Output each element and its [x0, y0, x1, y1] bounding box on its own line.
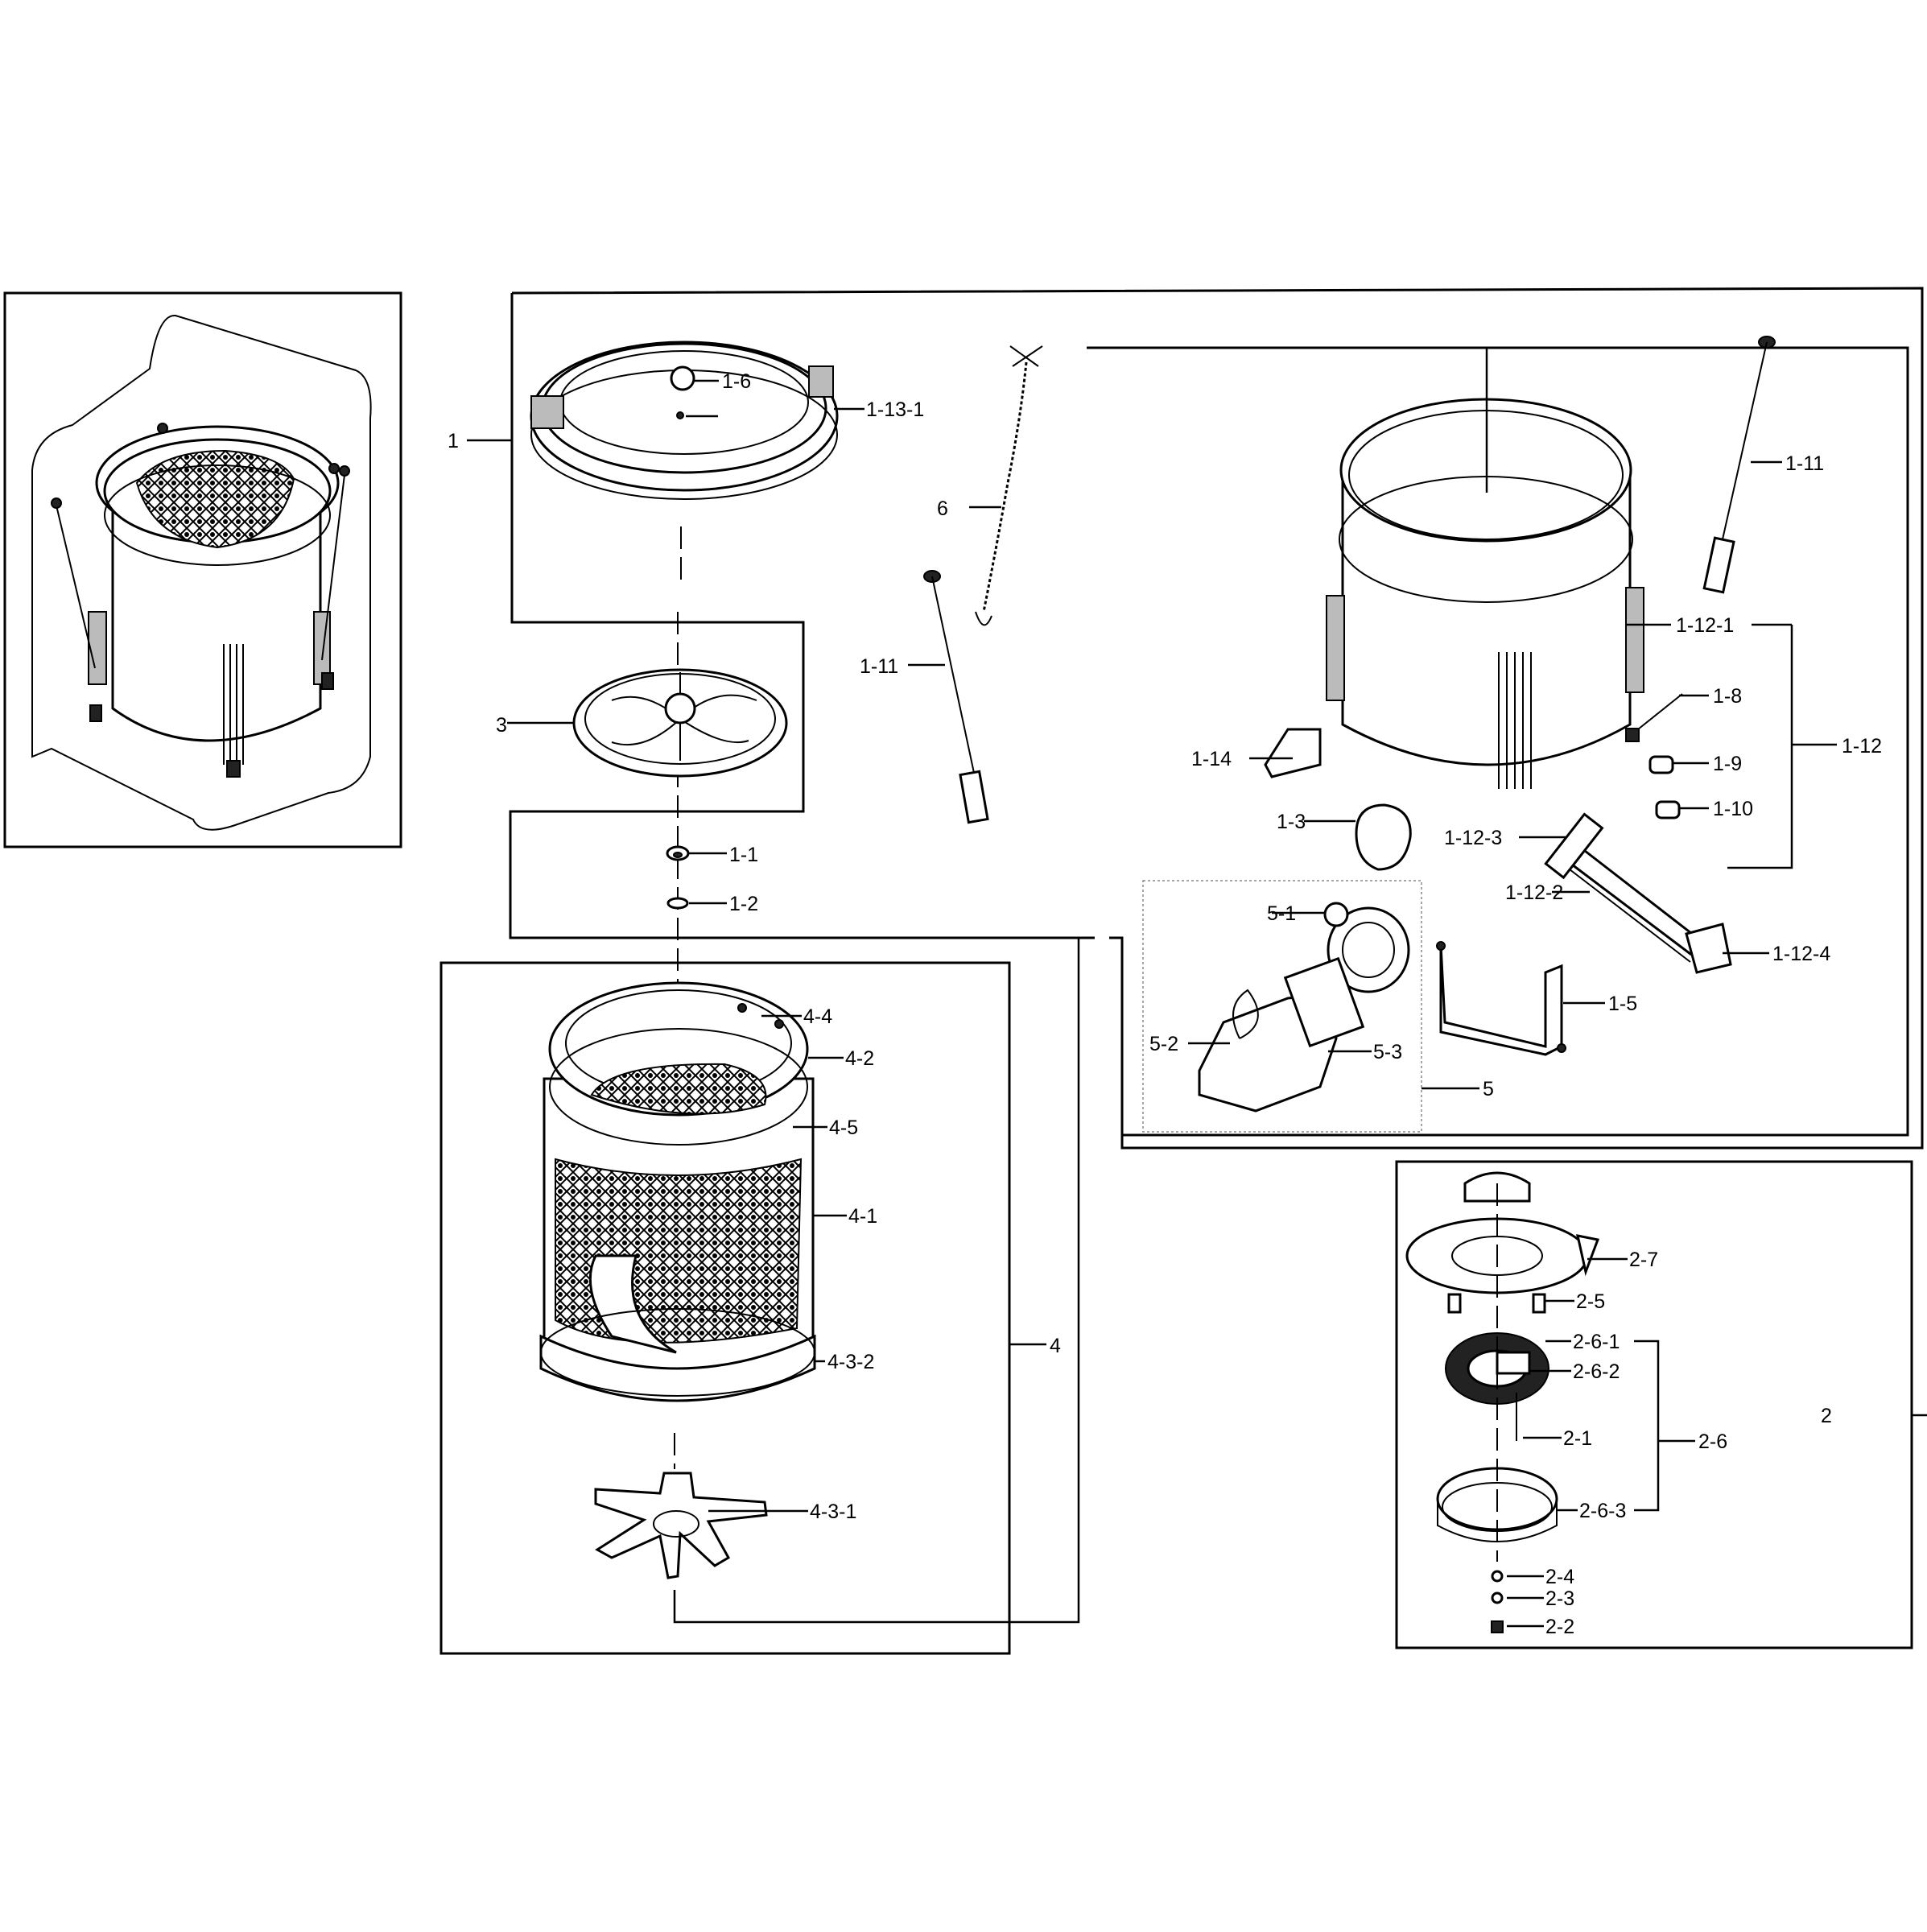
label-1-2: 1-2 [729, 893, 758, 915]
label-2-6-1: 2-6-1 [1573, 1331, 1620, 1353]
label-1-12: 1-12 [1842, 735, 1882, 758]
label-2-4: 2-4 [1545, 1566, 1574, 1588]
label-1-10: 1-10 [1713, 798, 1753, 820]
overview-frame [3, 291, 402, 848]
tub-cover [530, 341, 839, 500]
label-1-12-1: 1-12-1 [1676, 614, 1734, 637]
clip-1-9 [1648, 755, 1674, 774]
bracket-1-14 [1264, 728, 1322, 778]
motor-group [1405, 1171, 1600, 1633]
label-2-5: 2-5 [1576, 1290, 1605, 1313]
label-1-13-1: 1-13-1 [866, 398, 924, 421]
sensor-1-8 [1625, 693, 1683, 742]
label-5-1: 5-1 [1267, 902, 1296, 925]
heater-terminal-1-12-3 [1544, 812, 1604, 880]
label-1-9: 1-9 [1713, 753, 1742, 775]
heater-1-12-2 [1563, 843, 1705, 963]
tub-detail-frame [1087, 346, 1909, 1137]
pulsator [572, 668, 788, 778]
label-5-3: 5-3 [1373, 1041, 1402, 1063]
callout-labels: 1 1-6 1-13-1 6 1-11 3 1-1 1-2 1-11 1-12-… [448, 370, 1882, 1638]
motor-group-frame [1395, 1160, 1913, 1649]
label-1-3: 1-3 [1277, 811, 1306, 833]
label-1-1: 1-1 [729, 844, 758, 866]
suspension-rod-left [923, 570, 989, 824]
suspension-rod-right [1702, 336, 1776, 594]
label-5-2: 5-2 [1149, 1033, 1178, 1055]
label-1-5: 1-5 [1608, 993, 1637, 1015]
label-4: 4 [1050, 1335, 1061, 1357]
valve-1-3 [1355, 803, 1412, 871]
label-2-6-3: 2-6-3 [1579, 1500, 1626, 1522]
label-2-6: 2-6 [1698, 1430, 1727, 1453]
label-1-14: 1-14 [1191, 748, 1232, 770]
label-2-2: 2-2 [1545, 1616, 1574, 1638]
label-1-11-left: 1-11 [860, 655, 898, 678]
inner-basket [539, 981, 816, 1402]
cover-group-frame [509, 293, 805, 938]
label-4-3-1: 4-3-1 [810, 1501, 856, 1523]
flange-4-3-1 [594, 1472, 768, 1579]
heater-cover-1-12-4 [1685, 923, 1732, 974]
label-1-8: 1-8 [1713, 685, 1742, 708]
label-1-6: 1-6 [722, 370, 751, 393]
label-2: 2 [1821, 1405, 1832, 1427]
label-2-1: 2-1 [1563, 1427, 1592, 1450]
label-4-4: 4-4 [803, 1005, 832, 1028]
label-5: 5 [1483, 1078, 1494, 1100]
label-4-2: 4-2 [845, 1047, 874, 1070]
label-1-12-4: 1-12-4 [1772, 943, 1830, 965]
assembled-tub-overview [31, 314, 372, 831]
label-6: 6 [937, 497, 948, 520]
washer [666, 897, 689, 910]
clip-1-10 [1655, 800, 1681, 819]
label-1-11-right: 1-11 [1785, 452, 1824, 475]
inner-basket-frame [439, 961, 1011, 1655]
label-1: 1 [448, 430, 459, 452]
outer-tub [1326, 398, 1644, 789]
label-2-7: 2-7 [1629, 1249, 1658, 1271]
label-1-12-2: 1-12-2 [1505, 881, 1563, 904]
label-1-12-3: 1-12-3 [1444, 827, 1502, 849]
bracket-1-5 [1436, 941, 1566, 1056]
label-2-6-2: 2-6-2 [1573, 1360, 1620, 1383]
label-4-1: 4-1 [848, 1205, 877, 1228]
drain-pump [1198, 902, 1410, 1113]
hub-nut [666, 845, 690, 861]
leader-lines [467, 348, 1927, 1628]
label-2-3: 2-3 [1545, 1587, 1574, 1610]
label-4-5: 4-5 [829, 1117, 858, 1139]
label-3: 3 [496, 714, 507, 737]
drain-pump-frame [1142, 880, 1422, 1133]
label-4-3-2: 4-3-2 [827, 1351, 874, 1373]
drain-hose [975, 345, 1043, 626]
